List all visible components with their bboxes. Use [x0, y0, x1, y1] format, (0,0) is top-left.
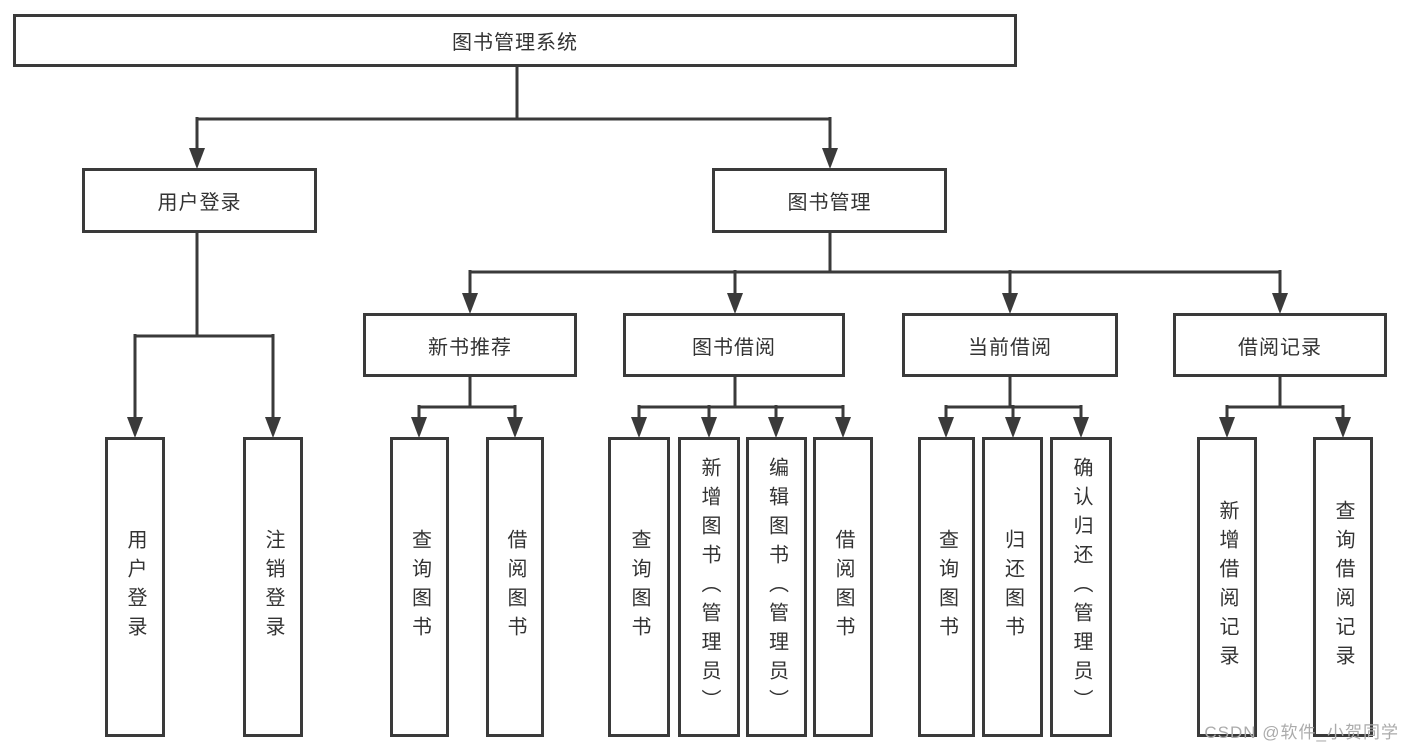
leaf-records-query-record: 查询借阅记录	[1313, 437, 1373, 737]
leaf-user-login-label: 用户登录	[124, 529, 146, 645]
node-current-borrowing-label: 当前借阅	[968, 336, 1052, 359]
leaf-newbooks-query-books-label: 查询图书	[408, 529, 431, 645]
leaf-borrowing-edit-books-admin-label: 编辑图书（管理员）	[765, 456, 788, 718]
leaf-newbooks-borrow-books: 借阅图书	[486, 437, 544, 737]
leaf-records-add-record-label: 新增借阅记录	[1216, 500, 1238, 674]
leaf-borrowing-borrow-books-label: 借阅图书	[832, 529, 854, 645]
leaf-borrowing-edit-books-admin: 编辑图书（管理员）	[746, 437, 807, 737]
leaf-current-query-books-label: 查询图书	[935, 529, 958, 645]
node-user-login: 用户登录	[82, 168, 317, 233]
leaf-logout-label: 注销登录	[262, 529, 284, 645]
leaf-current-confirm-return-admin: 确认归还（管理员）	[1050, 437, 1112, 737]
leaf-current-query-books: 查询图书	[918, 437, 975, 737]
node-new-book-recommend-label: 新书推荐	[428, 336, 512, 359]
leaf-current-return-books: 归还图书	[982, 437, 1043, 737]
leaf-user-login: 用户登录	[105, 437, 165, 737]
leaf-records-query-record-label: 查询借阅记录	[1332, 500, 1354, 674]
leaf-borrowing-add-books-admin: 新增图书（管理员）	[678, 437, 740, 737]
leaf-current-return-books-label: 归还图书	[1001, 529, 1024, 645]
node-borrow-records-label: 借阅记录	[1238, 336, 1322, 359]
csdn-watermark: CSDN @软件_小贺同学	[1204, 723, 1399, 742]
node-book-borrowing-label: 图书借阅	[692, 336, 776, 359]
node-book-management: 图书管理	[712, 168, 947, 233]
leaf-logout: 注销登录	[243, 437, 303, 737]
leaf-borrowing-query-books: 查询图书	[608, 437, 670, 737]
leaf-records-add-record: 新增借阅记录	[1197, 437, 1257, 737]
node-root: 图书管理系统	[13, 14, 1017, 67]
node-book-borrowing: 图书借阅	[623, 313, 845, 377]
node-book-management-label: 图书管理	[787, 192, 872, 214]
node-borrow-records: 借阅记录	[1173, 313, 1387, 377]
node-user-login-label: 用户登录	[157, 192, 242, 214]
node-new-book-recommend: 新书推荐	[363, 313, 577, 377]
leaf-borrowing-borrow-books: 借阅图书	[813, 437, 873, 737]
leaf-borrowing-add-books-admin-label: 新增图书（管理员）	[698, 456, 720, 718]
node-current-borrowing: 当前借阅	[902, 313, 1118, 377]
leaf-newbooks-borrow-books-label: 借阅图书	[504, 529, 526, 645]
node-root-label: 图书管理系统	[452, 32, 578, 54]
leaf-newbooks-query-books: 查询图书	[390, 437, 449, 737]
leaf-borrowing-query-books-label: 查询图书	[628, 529, 650, 645]
leaf-current-confirm-return-admin-label: 确认归还（管理员）	[1070, 456, 1092, 718]
